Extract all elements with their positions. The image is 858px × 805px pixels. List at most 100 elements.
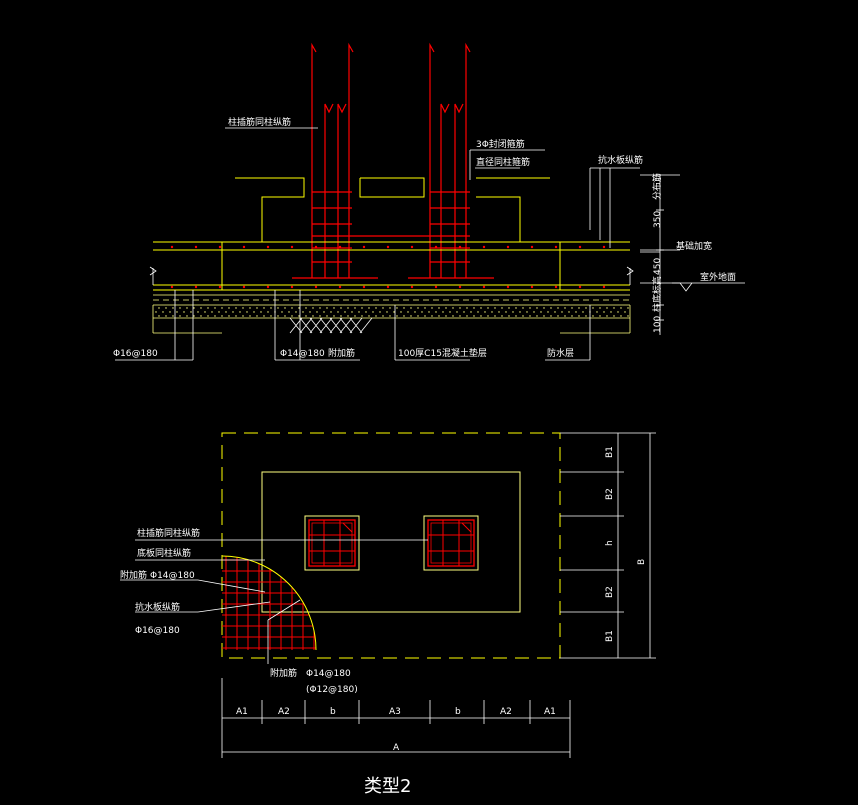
- hatch-dot: [582, 311, 584, 313]
- hatch-dot: [410, 307, 412, 309]
- hatch-dot: [235, 315, 237, 317]
- hatch-dot: [627, 307, 629, 309]
- hatch-dot: [536, 315, 538, 317]
- hatch-dot: [428, 311, 430, 313]
- hatch-dot: [459, 307, 461, 309]
- soil-hatch: [289, 317, 373, 334]
- column-rebars-right: [352, 42, 494, 279]
- hatch-dot: [452, 307, 454, 309]
- hatch-dot: [382, 315, 384, 317]
- rebar-dot: [362, 285, 366, 289]
- hatch-dot: [211, 311, 213, 313]
- section-dim-100: 100: [653, 316, 663, 333]
- hatch-dot: [368, 315, 370, 317]
- section-label-level: 室外地面: [700, 271, 736, 283]
- hatch-dot: [354, 315, 356, 317]
- rebar-dot: [362, 245, 366, 249]
- rebar-dot: [602, 285, 606, 289]
- hatch-dot: [421, 311, 423, 313]
- hatch-dot: [620, 307, 622, 309]
- hatch-dot: [550, 307, 552, 309]
- hatch-dot: [571, 315, 573, 317]
- hatch-dot: [218, 311, 220, 313]
- hatch-dot: [193, 307, 195, 309]
- hatch-dot: [400, 311, 402, 313]
- hatch-dot: [277, 307, 279, 309]
- hatch-dot: [393, 311, 395, 313]
- rebar-dot: [290, 245, 294, 249]
- rebar-dot: [434, 245, 438, 249]
- hatch-dot: [442, 311, 444, 313]
- hatch-dot: [473, 307, 475, 309]
- rebar-dot: [578, 285, 582, 289]
- hatch-dot: [372, 311, 374, 313]
- section-label-stirrup: 3Φ封闭箍筋: [476, 138, 525, 150]
- rebar-dot: [170, 245, 174, 249]
- rebar-dot: [410, 285, 414, 289]
- hatch-dot: [347, 307, 349, 309]
- hatch-dot: [627, 315, 629, 317]
- footing-outline: [153, 177, 630, 291]
- hatch-dot: [242, 307, 244, 309]
- hatch-dot: [253, 311, 255, 313]
- hatch-dot: [396, 315, 398, 317]
- rebar-dot: [266, 245, 270, 249]
- dim-chain-right: [560, 432, 656, 659]
- hatch-dot: [526, 311, 528, 313]
- hatch-dot: [232, 311, 234, 313]
- hatch-dot: [190, 311, 192, 313]
- hatch-dot: [358, 311, 360, 313]
- hatch-dot: [165, 315, 167, 317]
- hatch-dot: [592, 315, 594, 317]
- hatch-dot: [326, 315, 328, 317]
- hatch-dot: [596, 311, 598, 313]
- rebar-dot: [482, 245, 486, 249]
- hatch-dot: [515, 315, 517, 317]
- plan-label-add2: 附加筋: [270, 667, 297, 679]
- hatch-dot: [386, 311, 388, 313]
- hatch-dot: [487, 315, 489, 317]
- hatch-dot: [592, 307, 594, 309]
- hatch-dot: [186, 307, 188, 309]
- hatch-dot: [312, 307, 314, 309]
- hatch-dot: [407, 311, 409, 313]
- rebar-dot: [314, 245, 318, 249]
- slab-layers: [152, 294, 631, 334]
- hatch-dot: [445, 307, 447, 309]
- hatch-dot: [624, 311, 626, 313]
- hatch-dot: [183, 311, 185, 313]
- column-left: [304, 515, 360, 571]
- footing-edge-dashed: [221, 432, 561, 659]
- hatch-dot: [389, 307, 391, 309]
- hatch-dot: [319, 307, 321, 309]
- dim-b2-top: B2: [605, 488, 615, 500]
- hatch-dot: [302, 311, 304, 313]
- hatch-dot: [176, 311, 178, 313]
- hatch-dot: [610, 311, 612, 313]
- hatch-dot: [228, 315, 230, 317]
- hatch-dot: [179, 307, 181, 309]
- hatch-dot: [487, 307, 489, 309]
- hatch-dot: [547, 311, 549, 313]
- hatch-dot: [508, 315, 510, 317]
- hatch-dot: [613, 315, 615, 317]
- hatch-dot: [417, 307, 419, 309]
- hatch-dot: [540, 311, 542, 313]
- hatch-dot: [379, 311, 381, 313]
- dim-b-left: b: [330, 707, 336, 717]
- hatch-dot: [494, 307, 496, 309]
- hatch-dot: [214, 315, 216, 317]
- hatch-dot: [330, 311, 332, 313]
- hatch-dot: [501, 315, 503, 317]
- hatch-dot: [221, 315, 223, 317]
- hatch-dot: [204, 311, 206, 313]
- hatch-dot: [403, 307, 405, 309]
- plan-label-waterproof: 抗水板纵筋: [135, 601, 180, 613]
- hatch-dot: [501, 307, 503, 309]
- hatch-dot: [214, 307, 216, 309]
- hatch-dot: [543, 315, 545, 317]
- hatch-dot: [207, 307, 209, 309]
- hatch-dot: [288, 311, 290, 313]
- hatch-dot: [585, 307, 587, 309]
- hatch-dot: [249, 315, 251, 317]
